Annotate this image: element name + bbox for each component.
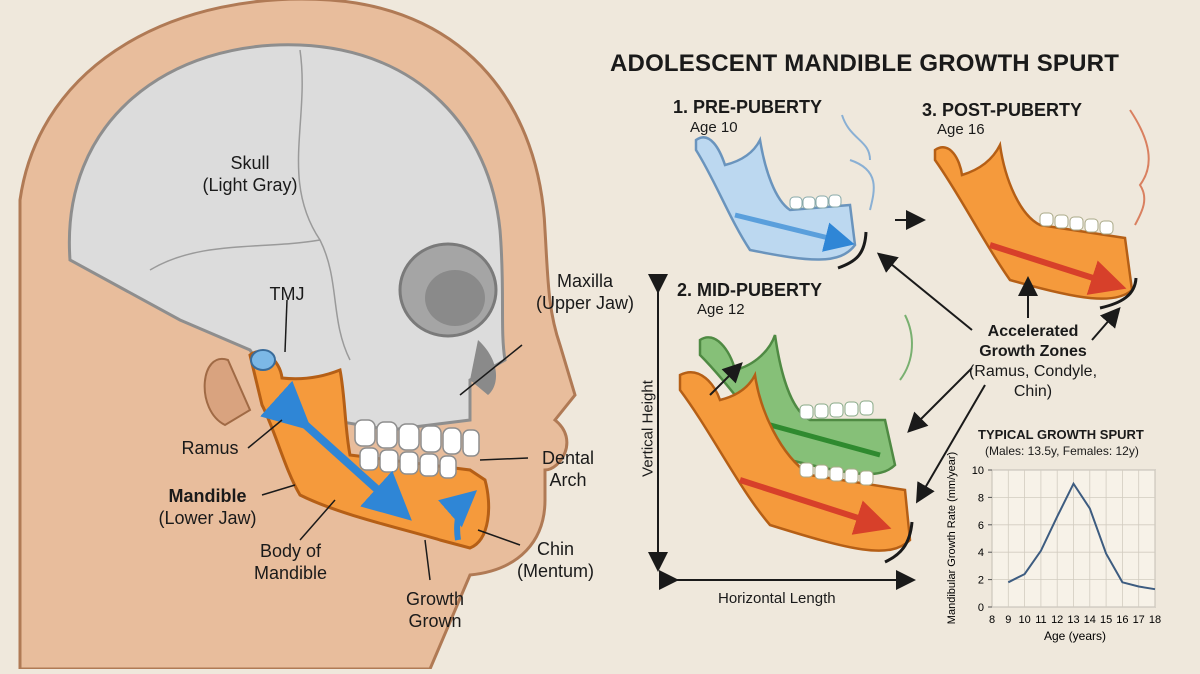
chart-xtick-label: 18 <box>1149 614 1161 626</box>
skull-label-name: Skull <box>230 153 270 173</box>
zones-title-line2: Growth Zones <box>979 343 1087 360</box>
growth-zones-label: Accelerated Growth Zones (Ramus, Condyle… <box>958 322 1108 402</box>
growth-label: Growth Grown <box>395 588 475 632</box>
growth-label-line1: Growth <box>405 589 465 609</box>
growth-arrow-chin <box>438 490 478 541</box>
page-title: ADOLESCENT MANDIBLE GROWTH SPURT <box>610 50 1120 77</box>
body-label-line2: Mandible <box>253 563 328 583</box>
chart-ylabel: Mandibular Growth Rate (mm/year) <box>946 452 958 624</box>
chart-xtick-label: 12 <box>1051 614 1063 626</box>
stage3-title: 3. POST-PUBERTY <box>922 100 1083 120</box>
chart-ytick-label: 0 <box>978 602 984 614</box>
stage2-age: Age 12 <box>697 301 745 318</box>
chart-ytick-label: 10 <box>972 465 984 477</box>
tmj-label: TMJ <box>269 284 305 304</box>
chart-xtick-label: 8 <box>989 614 995 626</box>
chart-ytick-label: 6 <box>978 520 984 532</box>
body-label-line1: Body of <box>259 541 322 561</box>
zones-detail-line1: (Ramus, Condyle, <box>968 363 1098 380</box>
chart-ytick-label: 2 <box>978 575 984 587</box>
dental-arch-label: Dental Arch <box>528 447 608 491</box>
maxilla-label-name: Maxilla <box>556 271 613 291</box>
chart-ytick-label: 8 <box>978 492 984 504</box>
ear <box>203 357 252 427</box>
dental-arch-line2: Arch <box>549 470 587 490</box>
chart-subtitle: (Males: 13.5y, Females: 12y) <box>985 444 1139 458</box>
maxilla-label-note: (Upper Jaw) <box>535 293 635 313</box>
chin-label-name: Chin <box>536 539 575 559</box>
chart-xtick-label: 10 <box>1018 614 1030 626</box>
mandible-label: Mandible (Lower Jaw) <box>150 485 265 529</box>
dental-arch-line1: Dental <box>541 448 595 468</box>
chin-label: Chin (Mentum) <box>508 538 603 582</box>
stage1-title: 1. PRE-PUBERTY <box>673 97 823 117</box>
chart-xtick-label: 9 <box>1005 614 1011 626</box>
zones-detail-line2: Chin) <box>1013 383 1053 400</box>
zones-title-line1: Accelerated <box>987 323 1079 340</box>
mandible-label-note: (Lower Jaw) <box>158 508 257 528</box>
maxilla-label: Maxilla (Upper Jaw) <box>520 270 650 314</box>
chart-xtick-label: 14 <box>1084 614 1096 626</box>
skull-cranium <box>67 43 507 432</box>
stage3-age: Age 16 <box>937 121 985 138</box>
chart-xtick-label: 13 <box>1067 614 1079 626</box>
stage2-jaws <box>678 314 914 564</box>
growth-arrow-ramus <box>260 380 412 521</box>
chart-xtick-label: 17 <box>1133 614 1145 626</box>
stage1-age: Age 10 <box>690 119 738 136</box>
chart-ytick-label: 4 <box>978 547 984 559</box>
growth-label-line2: Grown <box>408 611 462 631</box>
chart-xlabel: Age (years) <box>1044 629 1106 643</box>
skull-label-note: (Light Gray) <box>202 175 298 195</box>
ramus-label: Ramus <box>181 438 239 458</box>
horizontal-length-label: Horizontal Length <box>718 590 836 607</box>
stage1-jaw <box>694 114 875 270</box>
stage3-jaw <box>933 109 1150 310</box>
body-of-mandible-label: Body of Mandible <box>243 540 338 584</box>
chart-title: TYPICAL GROWTH SPURT <box>978 427 1144 442</box>
skull-label: Skull (Light Gray) <box>180 152 320 196</box>
chart-xtick-label: 15 <box>1100 614 1112 626</box>
chart-xtick-label: 16 <box>1116 614 1128 626</box>
chin-label-note: (Mentum) <box>516 561 594 581</box>
tmj-condyle <box>250 349 276 371</box>
mandible-label-name: Mandible <box>168 486 247 506</box>
chart-xtick-label: 11 <box>1035 614 1046 626</box>
stage2-title: 2. MID-PUBERTY <box>677 280 823 300</box>
vertical-height-label: Vertical Height <box>639 380 657 477</box>
chart-series-line <box>1007 481 1156 591</box>
